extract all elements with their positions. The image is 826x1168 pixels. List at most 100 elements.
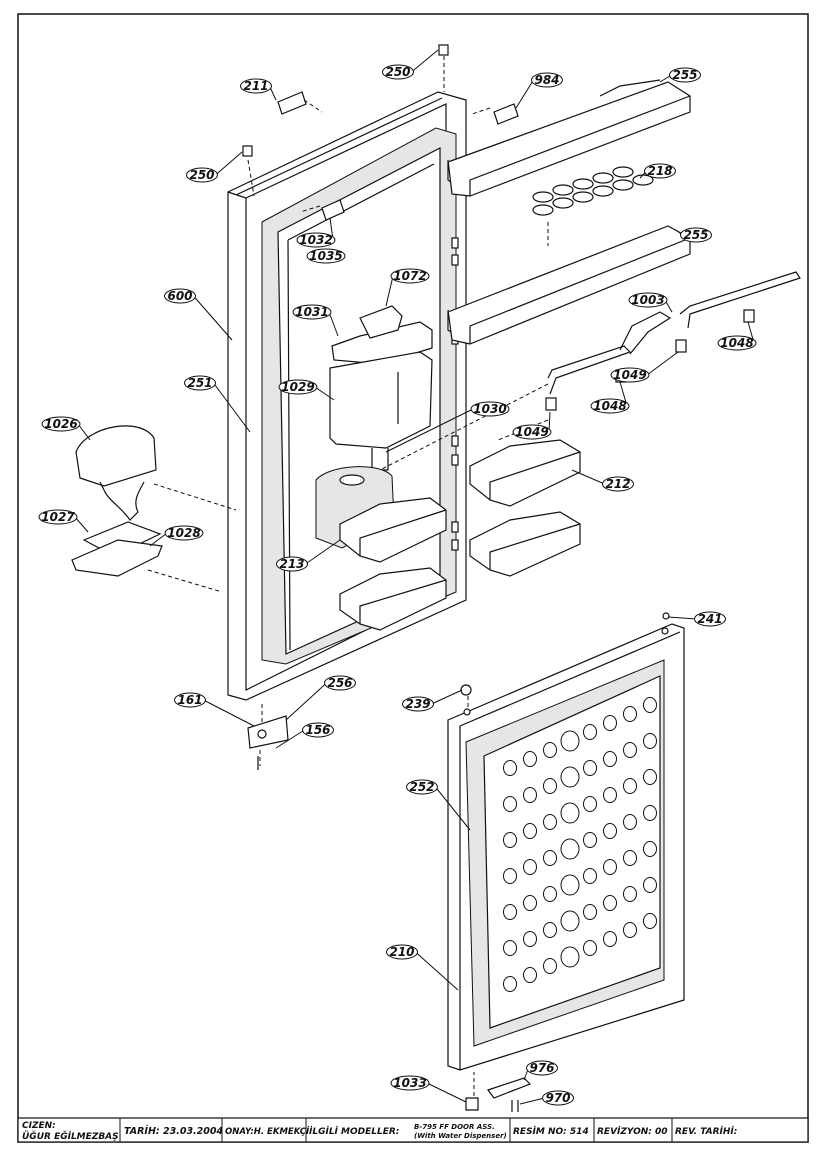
dimple (583, 940, 597, 956)
tb-rev-tarihi: REV. TARİHİ: (675, 1126, 737, 1137)
callout-bubble-p1033 (390, 1075, 430, 1091)
callout-p1048b: 1048 (590, 381, 630, 414)
dimple (523, 967, 537, 983)
callout-p251: 251 (184, 375, 251, 433)
screw-970 (511, 1100, 519, 1112)
part-number-p1033: 1033 (393, 1076, 426, 1090)
dimple (583, 832, 597, 848)
callout-bubble-p1030 (470, 401, 510, 417)
callout-bubble-p1048a (717, 335, 757, 351)
callout-bubble-p1032 (296, 232, 336, 248)
part-number-p600: 600 (167, 289, 192, 303)
leader-line-p1031 (328, 311, 339, 337)
callout-bubble-p252 (406, 779, 438, 795)
callout-p1028: 1028 (149, 525, 204, 547)
part-number-p1003: 1003 (631, 293, 664, 307)
part-number-p1048b: 1048 (593, 399, 626, 413)
callout-bubble-p984 (531, 72, 563, 88)
part-number-p1049b: 1049 (515, 425, 548, 439)
leader-line-p241 (667, 616, 697, 620)
leader-line-p1026 (77, 423, 91, 441)
dimple (623, 706, 637, 722)
dispenser-parts (71, 425, 163, 577)
callout-p1030: 1030 (385, 401, 510, 453)
part-number-p255a: 255 (672, 68, 697, 82)
part-number-p211: 211 (243, 79, 268, 93)
dimple (560, 766, 580, 788)
callout-bubble-p210 (386, 944, 418, 960)
dimple (543, 814, 557, 830)
callout-p156: 156 (275, 722, 334, 749)
callout-p250b: 250 (186, 151, 243, 183)
dimple (523, 823, 537, 839)
part-number-p1032: 1032 (299, 233, 332, 247)
callout-p255b: 255 (675, 227, 712, 243)
callout-bubble-p1027 (38, 509, 78, 525)
dimple (503, 868, 517, 884)
part-number-p251: 251 (187, 376, 212, 390)
leader-line-p1072 (385, 275, 394, 307)
leader-line-p1049a (646, 351, 679, 376)
leader-line-p156 (275, 729, 305, 749)
dimple (523, 931, 537, 947)
part-976 (487, 1077, 532, 1099)
callout-bubble-p161 (174, 692, 206, 708)
dimple (560, 802, 580, 824)
callout-p1027: 1027 (38, 509, 89, 533)
callout-bubble-p241 (694, 611, 726, 627)
part-241 (662, 612, 670, 620)
bottle-shelf-lower (447, 225, 691, 345)
callout-bubble-p250a (382, 64, 414, 80)
dimple (623, 886, 637, 902)
callout-p1035: 1035 (306, 248, 346, 264)
callout-p1026: 1026 (41, 416, 91, 441)
callout-p213: 213 (276, 539, 341, 572)
dimple (543, 850, 557, 866)
tb-model-line2: (With Water Dispenser) (414, 1132, 507, 1140)
dimple (623, 922, 637, 938)
tb-model-line1: B-795 FF DOOR ASS. (414, 1123, 495, 1131)
leader-line-p212 (571, 469, 605, 485)
part-number-p252: 252 (409, 780, 434, 794)
callout-p1033: 1033 (390, 1075, 467, 1103)
part-1033 (465, 1097, 479, 1111)
callout-p255a: 255 (659, 67, 701, 83)
part-number-p1035: 1035 (309, 249, 342, 263)
callout-p1032: 1032 (296, 217, 336, 248)
callout-p1029: 1029 (278, 379, 335, 401)
tb-onay: ONAY:H. EKMEKÇİ (225, 1126, 310, 1137)
callout-p1049b: 1049 (512, 411, 552, 440)
leader-line-p213 (305, 539, 341, 565)
callout-p212: 212 (571, 469, 634, 492)
callout-bubble-p976 (526, 1060, 558, 1076)
tb-ilgili-label: İLGİLİ MODELLER: (309, 1126, 399, 1137)
dimple (623, 742, 637, 758)
part-number-p239: 239 (405, 697, 430, 711)
part-number-p210: 210 (389, 945, 414, 959)
part-number-p213: 213 (279, 557, 304, 571)
callout-bubble-p1029 (278, 379, 318, 395)
leader-line-p210 (415, 951, 459, 991)
dimple (603, 823, 617, 839)
label-211 (277, 91, 307, 115)
callout-p241: 241 (667, 611, 726, 627)
dimple (543, 742, 557, 758)
dimple (560, 730, 580, 752)
part-number-p161: 161 (177, 693, 202, 707)
leader-line-p252 (435, 786, 471, 831)
callout-p250a: 250 (382, 49, 439, 80)
tb-cizen-name: ÜĞUR EĞİLMEZBAŞ (22, 1130, 119, 1142)
dimple (560, 910, 580, 932)
part-number-p250b: 250 (189, 168, 214, 182)
callout-p970: 970 (519, 1090, 574, 1106)
callout-bubble-p255a (669, 67, 701, 83)
leader-line-p970 (519, 1097, 545, 1105)
part-number-p218: 218 (647, 164, 672, 178)
dimple (503, 976, 517, 992)
dimple (543, 778, 557, 794)
part-number-p1029: 1029 (281, 380, 314, 394)
part-number-p1048a: 1048 (720, 336, 753, 350)
leader-line-p239 (431, 689, 463, 705)
dimple (643, 913, 657, 929)
